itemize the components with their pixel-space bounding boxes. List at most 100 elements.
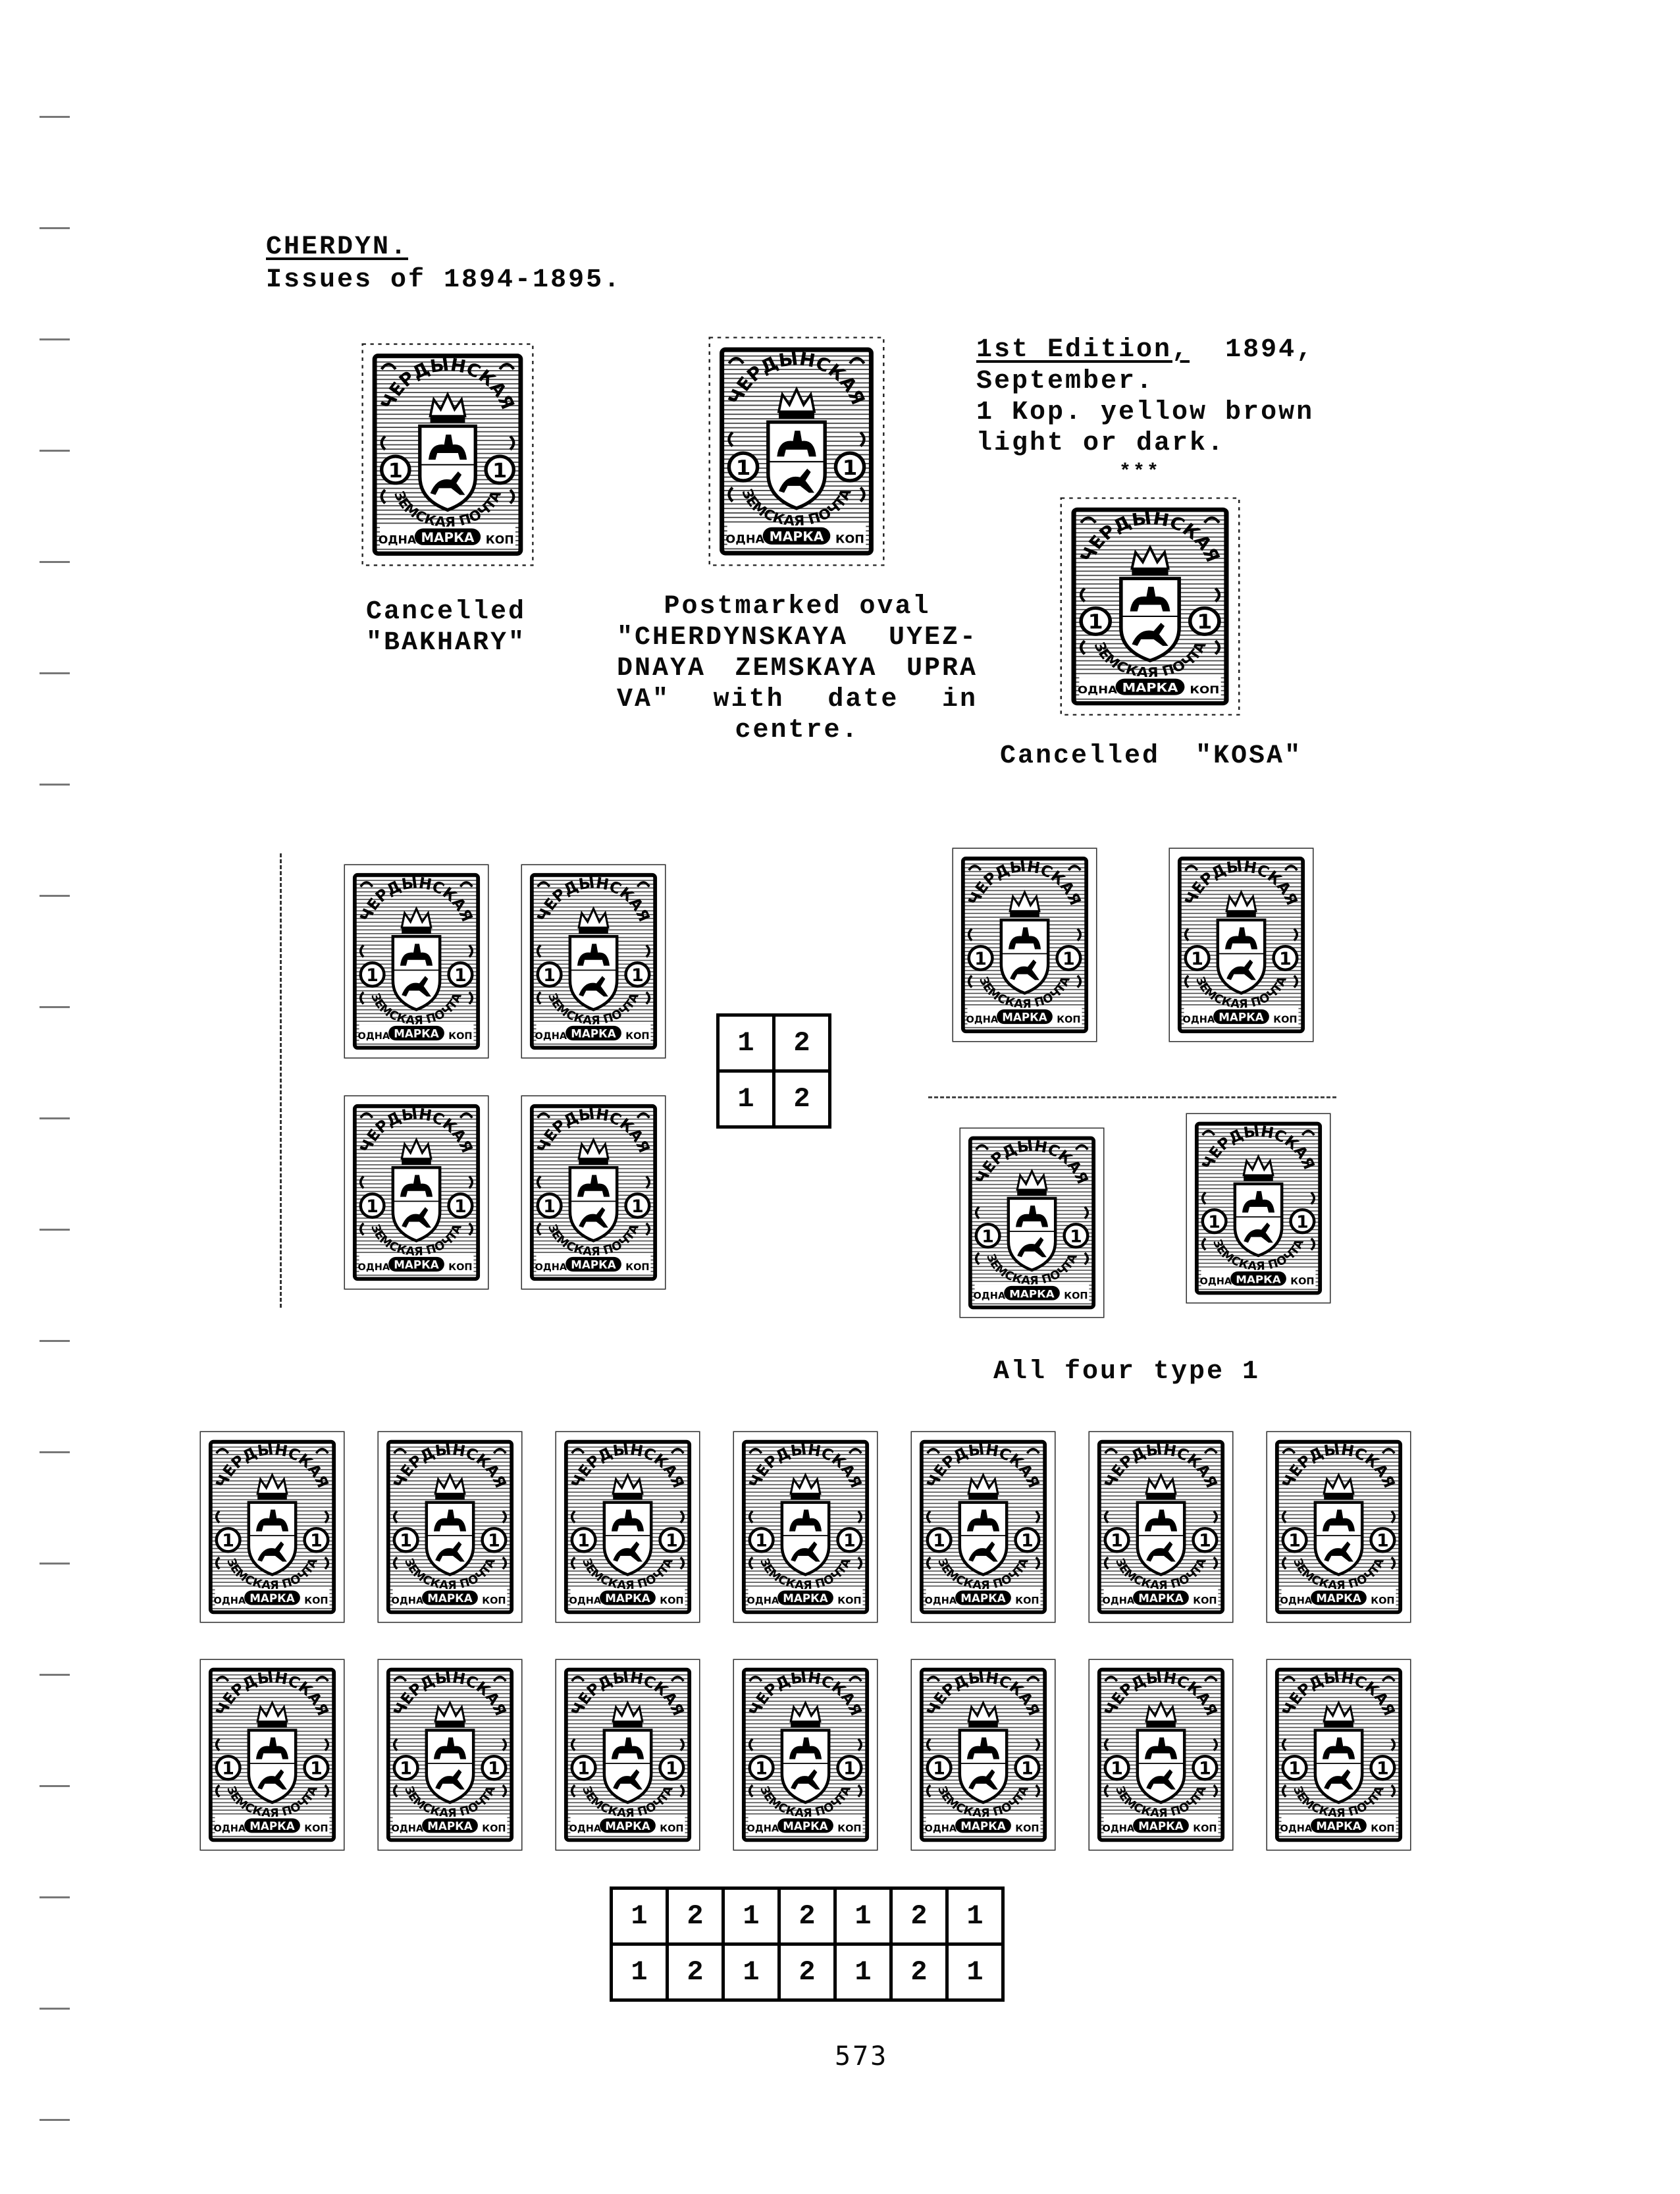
svg-text:КОП: КОП <box>304 1823 328 1834</box>
stamp-block-left: ЧЕРДЫНСКАЯ 1 1 ЗЕМСКАЯ ПОЧТА ОДНА МАРКА … <box>520 863 667 1059</box>
svg-text:1: 1 <box>755 1531 768 1551</box>
svg-text:1: 1 <box>843 1531 856 1551</box>
grid-cell: 2 <box>889 1886 949 1946</box>
stamp-bakhary: ЧЕРДЫНСКАЯ 1 1 ЗЕМСКАЯ ПОЧТА ОДНА МАРКА … <box>361 342 535 567</box>
svg-text:1: 1 <box>1208 1212 1221 1233</box>
svg-text:ОДНА: ОДНА <box>569 1595 602 1606</box>
stamp-strip: ЧЕРДЫНСКАЯ 1 1 ЗЕМСКАЯ ПОЧТА ОДНА МАРКА … <box>199 1430 346 1624</box>
svg-text:1: 1 <box>577 1759 590 1779</box>
caption-line: "CHERDYNSKAYA UYEZ- <box>617 623 978 653</box>
svg-text:1: 1 <box>543 1196 556 1217</box>
grid-cell: 2 <box>772 1013 831 1073</box>
margin-mark <box>39 2119 70 2121</box>
grid-cell: 1 <box>722 1886 781 1946</box>
margin-mark <box>39 895 70 897</box>
svg-text:МАРКА: МАРКА <box>1138 1820 1184 1833</box>
margin-mark <box>39 1674 70 1676</box>
svg-text:ОДНА: ОДНА <box>1280 1823 1313 1834</box>
edition-year: 1894, <box>1225 335 1315 365</box>
svg-text:ОДНА: ОДНА <box>214 1823 246 1834</box>
stamp-strip: ЧЕРДЫНСКАЯ 1 1 ЗЕМСКАЯ ПОЧТА ОДНА МАРКА … <box>910 1430 1057 1624</box>
svg-text:1: 1 <box>982 1227 994 1247</box>
svg-text:ОДНА: ОДНА <box>1103 1595 1135 1606</box>
svg-text:1: 1 <box>222 1759 234 1779</box>
svg-text:ОДНА: ОДНА <box>1280 1595 1313 1606</box>
svg-text:КОП: КОП <box>1015 1595 1039 1606</box>
svg-text:МАРКА: МАРКА <box>427 1592 473 1605</box>
svg-text:ОДНА: ОДНА <box>1183 1015 1215 1025</box>
svg-text:КОП: КОП <box>660 1823 683 1834</box>
svg-text:1: 1 <box>388 459 403 482</box>
stamp-block-right: ЧЕРДЫНСКАЯ 1 1 ЗЕМСКАЯ ПОЧТА ОДНА МАРКА … <box>958 1127 1105 1319</box>
svg-text:1: 1 <box>1377 1759 1389 1779</box>
svg-text:1: 1 <box>1111 1759 1123 1779</box>
margin-mark <box>39 1006 70 1008</box>
grid-cell: 2 <box>777 1942 837 2002</box>
margin-mark <box>39 784 70 786</box>
edition-shade: light or dark. <box>976 429 1226 458</box>
svg-text:КОП: КОП <box>1064 1291 1088 1302</box>
page-number: 573 <box>835 2041 889 2072</box>
grid-cell: 1 <box>716 1013 775 1073</box>
svg-text:КОП: КОП <box>837 1823 861 1834</box>
stamp-strip: ЧЕРДЫНСКАЯ 1 1 ЗЕМСКАЯ ПОЧТА ОДНА МАРКА … <box>377 1658 523 1852</box>
edition-heading: 1st Edition, 1894, <box>976 334 1314 365</box>
stamp-postmarked: ЧЕРДЫНСКАЯ 1 1 ЗЕМСКАЯ ПОЧТА ОДНА МАРКА … <box>708 336 885 567</box>
svg-text:ОДНА: ОДНА <box>747 1595 779 1606</box>
svg-text:ОДНА: ОДНА <box>925 1823 957 1834</box>
margin-mark <box>39 338 70 340</box>
svg-text:МАРКА: МАРКА <box>605 1592 650 1605</box>
svg-text:МАРКА: МАРКА <box>249 1820 295 1833</box>
stamp-strip: ЧЕРДЫНСКАЯ 1 1 ЗЕМСКАЯ ПОЧТА ОДНА МАРКА … <box>554 1658 701 1852</box>
caption-postmark: Postmarked oval "CHERDYNSKAYA UYEZ- DNAY… <box>617 591 978 746</box>
stamp-strip: ЧЕРДЫНСКАЯ 1 1 ЗЕМСКАЯ ПОЧТА ОДНА МАРКА … <box>377 1430 523 1624</box>
svg-text:КОП: КОП <box>1371 1823 1394 1834</box>
svg-text:ОДНА: ОДНА <box>569 1823 602 1834</box>
svg-text:1: 1 <box>974 949 987 969</box>
svg-text:МАРКА: МАРКА <box>421 530 474 545</box>
svg-text:1: 1 <box>310 1759 323 1779</box>
svg-text:1: 1 <box>454 1196 467 1217</box>
svg-text:1: 1 <box>631 965 644 986</box>
svg-text:ОДНА: ОДНА <box>535 1031 567 1042</box>
stamp-kosa: ЧЕРДЫНСКАЯ 1 1 ЗЕМСКАЯ ПОЧТА ОДНА МАРКА … <box>1059 496 1241 716</box>
svg-text:КОП: КОП <box>448 1031 472 1042</box>
edition-value: 1 Kop. yellow brown <box>976 398 1315 427</box>
stamp-block-left: ЧЕРДЫНСКАЯ 1 1 ЗЕМСКАЯ ПОЧТА ОДНА МАРКА … <box>520 1094 667 1291</box>
svg-text:КОП: КОП <box>1190 684 1219 697</box>
svg-text:1: 1 <box>1063 949 1075 969</box>
svg-text:ОДНА: ОДНА <box>358 1262 390 1273</box>
svg-text:1: 1 <box>492 459 507 482</box>
svg-text:1: 1 <box>1288 1759 1301 1779</box>
type-note: All four type 1 <box>993 1357 1261 1387</box>
svg-text:1: 1 <box>1021 1531 1034 1551</box>
svg-text:ОДНА: ОДНА <box>966 1015 999 1025</box>
svg-text:ОДНА: ОДНА <box>392 1823 424 1834</box>
edition-label: 1st Edition, <box>976 335 1190 365</box>
svg-text:КОП: КОП <box>482 1823 506 1834</box>
caption-bakhary: Cancelled"BAKHARY" <box>355 597 537 658</box>
stamp-block-right: ЧЕРДЫНСКАЯ 1 1 ЗЕМСКАЯ ПОЧТА ОДНА МАРКА … <box>1168 847 1315 1043</box>
svg-text:МАРКА: МАРКА <box>1316 1592 1361 1605</box>
svg-text:ОДНА: ОДНА <box>214 1595 246 1606</box>
svg-text:МАРКА: МАРКА <box>1316 1820 1361 1833</box>
svg-text:МАРКА: МАРКА <box>427 1820 473 1833</box>
svg-text:1: 1 <box>1199 1759 1211 1779</box>
margin-mark <box>39 227 70 229</box>
svg-text:1: 1 <box>1279 949 1292 969</box>
grid-cell: 1 <box>716 1069 775 1129</box>
stamp-block-left: ЧЕРДЫНСКАЯ 1 1 ЗЕМСКАЯ ПОЧТА ОДНА МАРКА … <box>343 863 490 1059</box>
svg-text:МАРКА: МАРКА <box>394 1027 438 1040</box>
grid-cell: 1 <box>945 1886 1005 1946</box>
margin-mark <box>39 1451 70 1453</box>
svg-text:МАРКА: МАРКА <box>571 1027 616 1040</box>
svg-text:1: 1 <box>1088 611 1103 633</box>
svg-text:МАРКА: МАРКА <box>770 529 824 545</box>
stamp-strip: ЧЕРДЫНСКАЯ 1 1 ЗЕМСКАЯ ПОЧТА ОДНА МАРКА … <box>732 1658 879 1852</box>
svg-text:1: 1 <box>543 965 556 986</box>
svg-text:КОП: КОП <box>625 1262 649 1273</box>
svg-text:МАРКА: МАРКА <box>1219 1011 1263 1024</box>
margin-mark <box>39 1563 70 1565</box>
svg-text:ОДНА: ОДНА <box>358 1031 390 1042</box>
caption-line: Cancelled <box>365 597 527 627</box>
